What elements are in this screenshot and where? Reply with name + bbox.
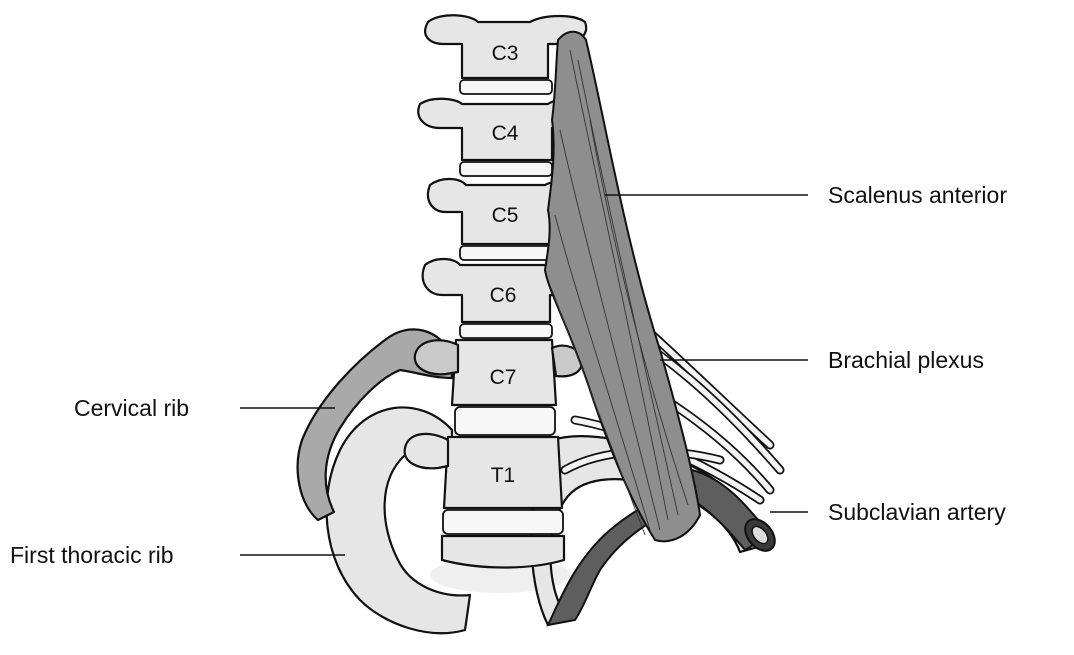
vertebra-label-c5: C5 <box>492 204 519 227</box>
label-first-thoracic-rib: First thoracic rib <box>10 542 174 568</box>
disc-c7-t1 <box>455 407 555 435</box>
vertebra-label-c3: C3 <box>492 42 519 65</box>
vertebra-label-c4: C4 <box>492 122 519 145</box>
vertebra-t2-partial <box>442 536 564 568</box>
label-subclavian-artery: Subclavian artery <box>828 499 1006 525</box>
disc-c3-c4 <box>460 80 552 94</box>
vertebra-label-c7: C7 <box>490 366 517 389</box>
label-scalenus-anterior: Scalenus anterior <box>828 182 1007 208</box>
disc-c5-c6 <box>460 246 552 260</box>
vertebra-label-c6: C6 <box>490 284 517 307</box>
label-brachial-plexus: Brachial plexus <box>828 347 984 373</box>
vertebra-c7: C7 <box>415 340 582 405</box>
vertebra-t1: T1 <box>405 434 562 508</box>
disc-c4-c5 <box>460 162 552 176</box>
label-cervical-rib: Cervical rib <box>74 395 189 421</box>
disc-t1-t2 <box>443 510 563 534</box>
disc-c6-c7 <box>460 324 552 338</box>
vertebra-label-t1: T1 <box>491 464 516 487</box>
